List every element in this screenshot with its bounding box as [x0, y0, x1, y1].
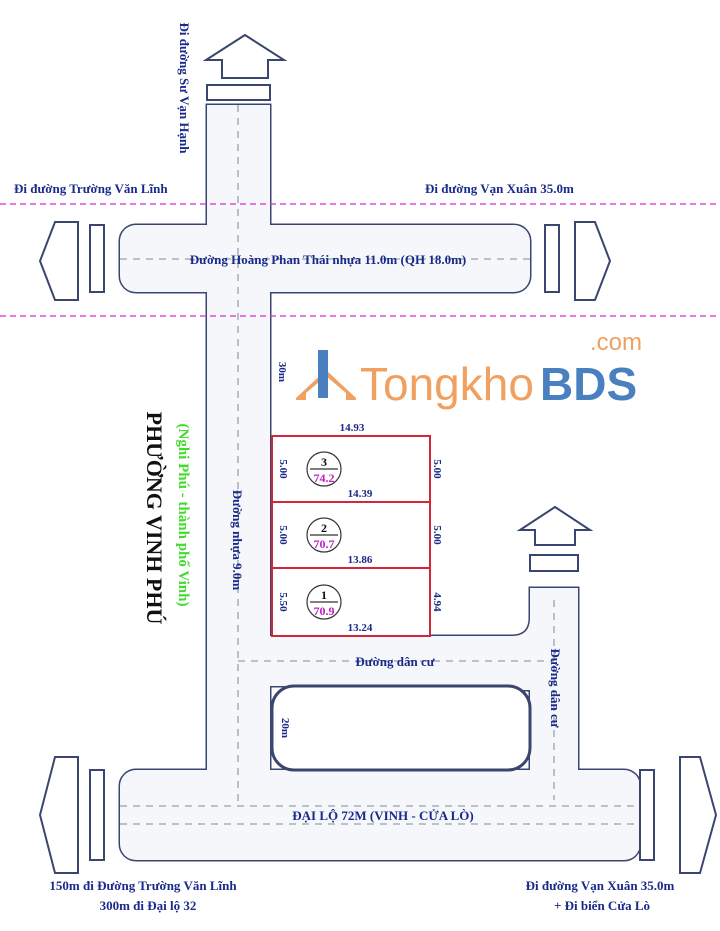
- block-length: 20m: [279, 718, 291, 738]
- residential-road-vertical-label: Đường dân cư: [548, 648, 563, 727]
- arrow-right-icon: [574, 221, 612, 301]
- arrow-right-icon: [679, 756, 718, 874]
- lot-3[interactable]: [271, 435, 431, 503]
- dim-bottom: 13.86: [348, 554, 373, 566]
- block-island: [270, 684, 532, 772]
- dim-left: 5.50: [277, 592, 289, 612]
- arrow-bar: [89, 224, 105, 293]
- center-lines: [120, 105, 640, 825]
- lot-area: 70.9: [314, 604, 335, 618]
- arrow-left-icon: [38, 221, 79, 301]
- ward-note: (Nghi Phú - thành phố Vinh): [175, 424, 191, 607]
- watermark-logo: Tongkho BDS .com: [296, 329, 642, 410]
- lot-number: 1: [321, 588, 327, 602]
- lot-1[interactable]: [271, 567, 431, 637]
- ward-name: PHƯỜNG VINH PHÚ: [142, 412, 167, 625]
- watermark-text: Tongkho: [360, 358, 534, 410]
- arrow-bar: [206, 84, 271, 101]
- dim-left: 5.00: [277, 525, 289, 545]
- arrow-left-icon: [38, 756, 79, 874]
- dim-right: 4.94: [431, 592, 443, 612]
- bottom-left-direction-2: 300m đi Đại lộ 32: [100, 898, 197, 913]
- top-road-direction: Đi đường Sư Vạn Hạnh: [177, 23, 192, 155]
- arrow-bar: [89, 769, 105, 861]
- arrow-up-icon: [516, 505, 594, 546]
- lot-area: 74.2: [314, 471, 335, 485]
- dim-top: 14.93: [340, 422, 365, 434]
- lot-number: 3: [321, 455, 327, 469]
- watermark-suffix: .com: [590, 329, 642, 356]
- lot-number: 2: [321, 521, 327, 535]
- right-top-direction: Đi đường Vạn Xuân 35.0m: [425, 181, 574, 196]
- watermark-text-bds: BDS: [540, 358, 637, 410]
- residential-road-label: Đường dân cư: [355, 654, 434, 669]
- lot-area: 70.7: [314, 537, 335, 551]
- dim-left: 5.00: [277, 459, 289, 479]
- arrow-up-icon: [202, 33, 288, 79]
- bottom-right-direction-1: Đi đường Vạn Xuân 35.0m: [526, 878, 675, 893]
- left-top-direction: Đi đường Trường Văn Lĩnh: [14, 181, 168, 196]
- bottom-left-direction-1: 150m đi Đường Trường Văn Lĩnh: [49, 878, 237, 893]
- lot-marker: [306, 584, 342, 620]
- arrow-bar: [544, 224, 560, 293]
- lots: [271, 435, 431, 637]
- dim-bottom: 13.24: [348, 622, 373, 634]
- dim-right: 5.00: [431, 525, 443, 545]
- dim-right: 5.00: [431, 459, 443, 479]
- main-road-length: 30m: [276, 362, 288, 382]
- arrow-bar: [639, 769, 655, 861]
- lot-marker: [306, 451, 342, 487]
- bottom-right-direction-2: + Đi biển Cửa Lò: [554, 898, 650, 913]
- lot-marker: [306, 517, 342, 553]
- arrow-bar: [529, 554, 579, 572]
- main-road-label: Đường nhựa 9.0m: [230, 490, 245, 591]
- boulevard-label: ĐẠI LỘ 72M (VINH - CỬA LÒ): [292, 808, 474, 823]
- upper-road-label: Đường Hoàng Phan Thái nhựa 11.0m (QH 18.…: [190, 252, 466, 267]
- dim-bottom: 14.39: [348, 488, 373, 500]
- lot-2[interactable]: [271, 501, 431, 569]
